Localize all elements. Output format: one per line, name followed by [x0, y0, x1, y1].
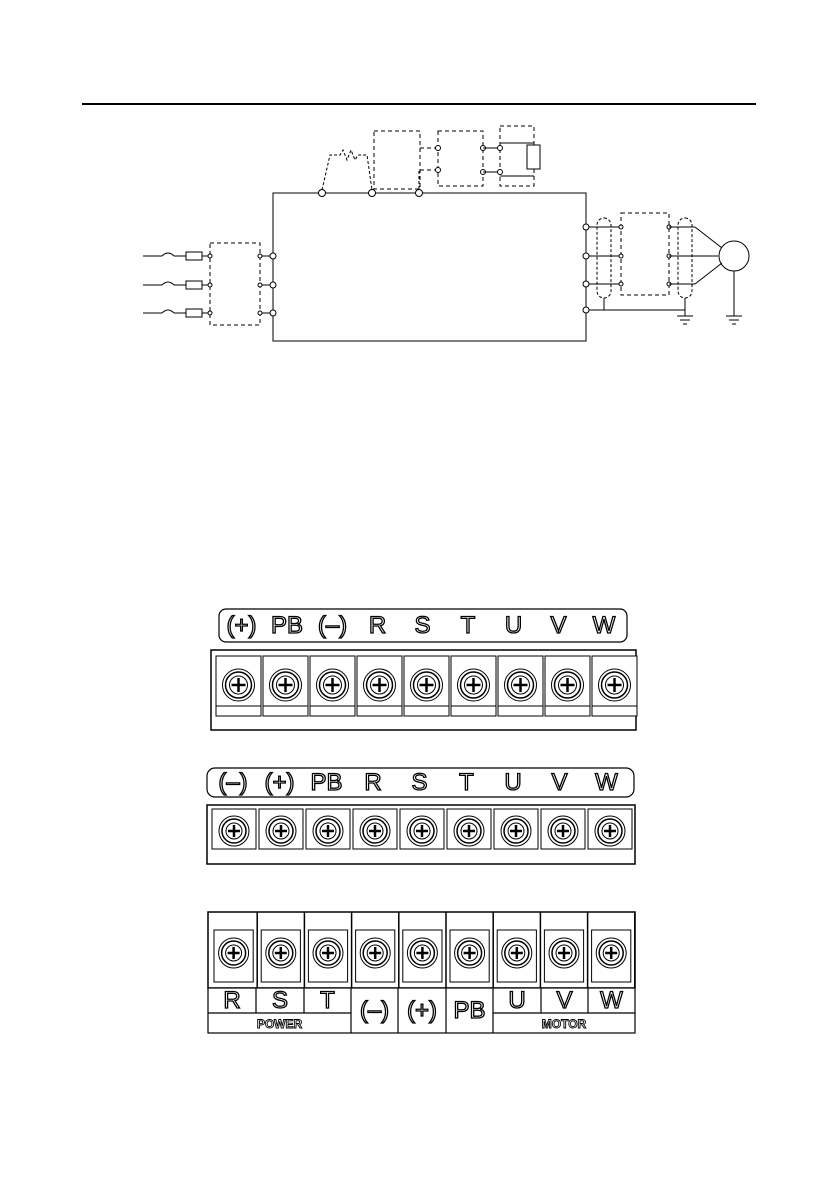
- output-reactor: [621, 213, 669, 295]
- terminal-screw-icon: [219, 816, 249, 846]
- terminal-label: (–): [310, 611, 355, 641]
- terminal-label: (+): [256, 768, 303, 798]
- terminal-label: V: [536, 611, 581, 641]
- inverter-box: [273, 193, 586, 341]
- terminal-label: U: [490, 768, 536, 798]
- terminal-screw-icon: [313, 938, 343, 968]
- strip1-labels: (+) PB (–) R S T U V W: [219, 611, 627, 641]
- terminal-screw-icon: [313, 816, 343, 846]
- terminal-label: PB: [264, 611, 310, 641]
- terminal-screw-icon: [454, 816, 484, 846]
- terminal-screw-icon: [407, 816, 437, 846]
- terminal-label: S: [396, 768, 443, 798]
- terminal-label: U: [491, 611, 536, 641]
- input-filter: [210, 243, 260, 325]
- terminal-label: (–): [351, 986, 398, 1036]
- terminal-label: (+): [219, 611, 264, 641]
- motor-group-label: MOTOR: [493, 1017, 635, 1031]
- terminal-screw-icon: [548, 816, 578, 846]
- terminal-label: S: [400, 611, 445, 641]
- motor-symbol: [719, 241, 749, 271]
- terminal-screw-icon: [599, 669, 631, 701]
- terminal-label: T: [443, 768, 490, 798]
- terminal-screw-icon: [455, 938, 485, 968]
- terminal-screw-icon: [549, 938, 579, 968]
- terminal-label: W: [583, 768, 630, 798]
- terminal-screw-icon: [407, 938, 437, 968]
- terminal-screw-icon: [552, 669, 584, 701]
- terminal-screw-icon: [360, 938, 390, 968]
- terminal-screw-icon: [411, 669, 443, 701]
- terminal-screw-icon: [505, 669, 537, 701]
- terminal-screw-icon: [266, 816, 296, 846]
- strip2-labels: (–) (+) PB R S T U V W: [210, 768, 630, 798]
- terminal-screw-icon: [219, 938, 249, 968]
- terminal-label: PB: [303, 768, 350, 798]
- terminal-label: (+): [398, 986, 446, 1036]
- terminal-screw-icon: [223, 669, 255, 701]
- terminal-label: R: [355, 611, 400, 641]
- terminal-screw-icon: [596, 938, 626, 968]
- wiring-diagram: [0, 0, 839, 360]
- terminal-screw-icon: [270, 669, 302, 701]
- terminal-screw-icon: [266, 938, 296, 968]
- brake-unit: [374, 131, 420, 189]
- terminal-label: T: [445, 611, 491, 641]
- terminal-screw-icon: [317, 669, 349, 701]
- terminal-screw-icon: [502, 938, 532, 968]
- terminal-screw-icon: [364, 669, 396, 701]
- terminal-label: (–): [210, 768, 256, 798]
- input-lines: [143, 252, 210, 317]
- terminal-screw-icon: [501, 816, 531, 846]
- terminal-label: R: [350, 768, 396, 798]
- terminal-screw-icon: [360, 816, 390, 846]
- terminal-label: V: [536, 768, 583, 798]
- terminal-label: W: [581, 611, 627, 641]
- power-group-label: POWER: [208, 1017, 351, 1031]
- terminal-label: PB: [446, 986, 493, 1036]
- terminal-screw-icon: [595, 816, 625, 846]
- terminal-screw-icon: [458, 669, 490, 701]
